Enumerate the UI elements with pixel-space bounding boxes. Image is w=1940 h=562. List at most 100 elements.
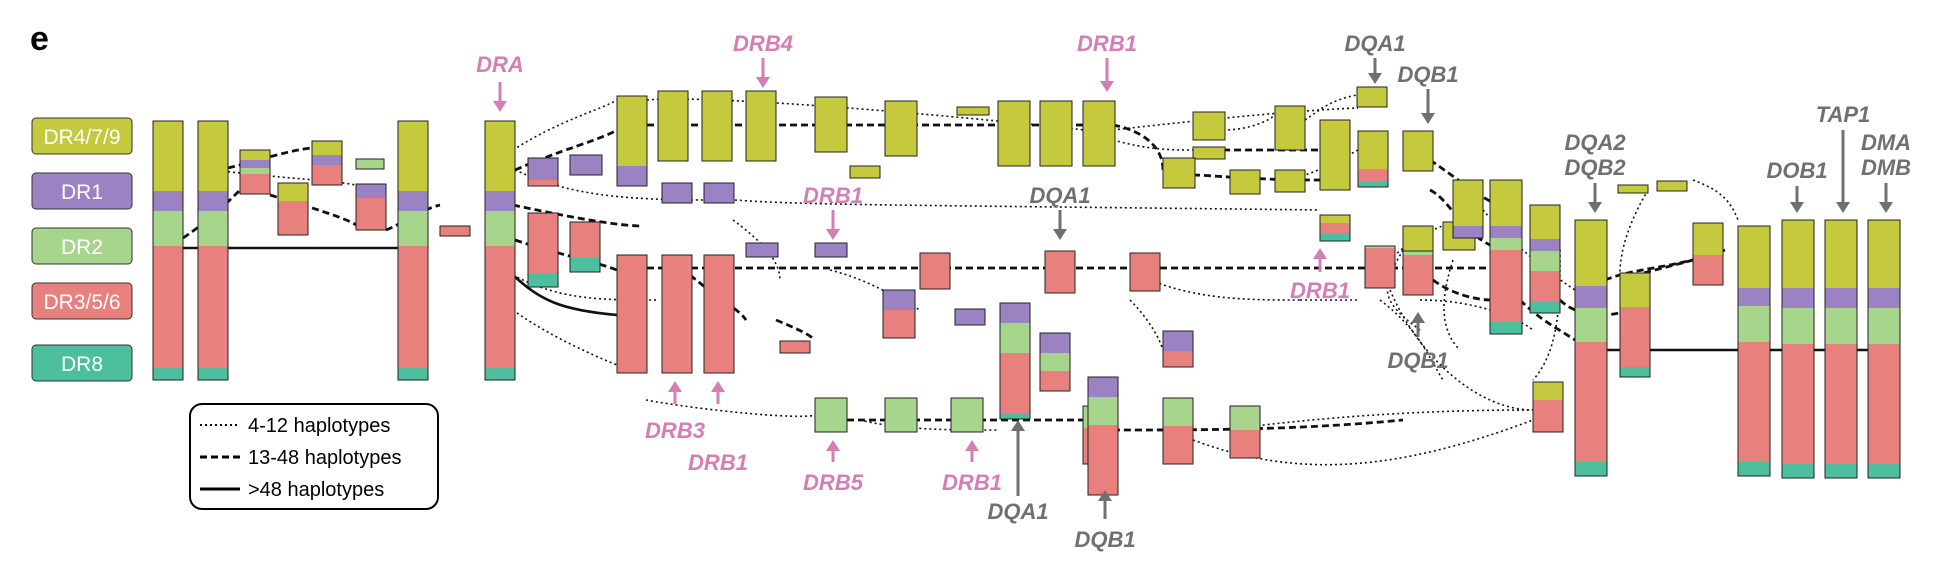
- node-border: [745, 242, 779, 258]
- arrow-icon: [1790, 186, 1804, 213]
- gene-label-dqa1: DQA1: [1344, 31, 1405, 56]
- node-segment: [570, 155, 602, 175]
- group-label: DR1: [61, 181, 103, 204]
- node-border: [814, 96, 848, 153]
- node-segment: [1193, 147, 1225, 159]
- node-segment: [1403, 131, 1433, 171]
- group-dr2: DR2: [31, 227, 133, 265]
- haplotype-node: [1656, 180, 1688, 192]
- node-border: [1319, 214, 1351, 242]
- node-border: [1192, 111, 1226, 141]
- arrow-icon: [1100, 58, 1114, 92]
- node-segment: [356, 198, 386, 230]
- edge-path: [775, 318, 816, 342]
- haplotype-node: [1039, 100, 1073, 167]
- node-segment: [1453, 180, 1483, 226]
- gene-label-dra: DRA: [476, 52, 524, 77]
- gene-label-dqa1: DQA1: [987, 499, 1048, 524]
- node-segment: [198, 121, 228, 191]
- node-border: [1364, 245, 1396, 289]
- node-segment: [398, 191, 428, 211]
- node-segment: [885, 398, 917, 432]
- arrow-icon: [826, 210, 840, 240]
- node-segment: [240, 150, 270, 160]
- node-segment: [885, 101, 917, 156]
- pink-gene-labels: DRA DRB4 DRB1 DRB1 DRB1 DRB3 DRB1 DRB5 D…: [476, 31, 1350, 495]
- arrow-icon: [1313, 248, 1327, 272]
- node-segment: [998, 101, 1030, 166]
- node-segment: [1000, 353, 1030, 413]
- node-segment: [528, 180, 558, 186]
- haplotype-node: [919, 252, 951, 290]
- node-segment: [440, 226, 470, 236]
- node-border: [1781, 219, 1815, 479]
- node-border: [616, 254, 648, 374]
- gene-label-drb1: DRB1: [1077, 31, 1137, 56]
- node-border: [1319, 119, 1351, 191]
- node-border: [152, 120, 184, 381]
- node-segment: [1530, 301, 1560, 313]
- node-segment: [746, 243, 778, 257]
- haplotype-node: [1824, 219, 1858, 479]
- haplotype-node: [661, 254, 693, 374]
- haplotype-node: [1532, 381, 1564, 433]
- node-segment: [1365, 248, 1395, 288]
- nodes-layer: [152, 86, 1901, 496]
- haplotype-node: [152, 120, 184, 381]
- node-segment: [1163, 158, 1195, 188]
- haplotype-node: [197, 120, 229, 381]
- node-border: [849, 165, 881, 179]
- haplotype-node: [661, 182, 693, 204]
- node-border: [197, 120, 229, 381]
- node-segment: [1620, 273, 1650, 307]
- node-segment: [1657, 181, 1687, 191]
- haplotype-node: [527, 157, 559, 187]
- haplotype-node: [311, 140, 343, 186]
- node-segment: [662, 183, 692, 203]
- node-segment: [883, 290, 915, 310]
- node-segment: [1738, 288, 1770, 306]
- node-border: [1529, 204, 1561, 314]
- node-segment: [1088, 377, 1118, 397]
- edge-path: [1192, 419, 1534, 466]
- arrow-icon: [965, 440, 979, 462]
- node-segment: [153, 121, 183, 191]
- node-border: [1229, 169, 1261, 195]
- node-segment: [1782, 220, 1814, 288]
- haplotype-node: [239, 149, 271, 195]
- node-segment: [1738, 306, 1770, 342]
- haplotype-node: [701, 90, 733, 162]
- edge-path: [514, 169, 706, 201]
- gene-label-dmb: DMB: [1861, 155, 1911, 180]
- node-segment: [850, 166, 880, 178]
- node-segment: [1365, 246, 1395, 248]
- node-segment: [1040, 353, 1070, 371]
- node-segment: [1193, 112, 1225, 140]
- node-segment: [1575, 462, 1607, 476]
- haplotype-node: [355, 183, 387, 231]
- node-segment: [1530, 205, 1560, 239]
- node-border: [779, 340, 811, 354]
- node-segment: [528, 213, 558, 273]
- node-segment: [398, 121, 428, 191]
- node-border: [1044, 250, 1076, 294]
- node-segment: [1825, 308, 1857, 344]
- edge-path: [1304, 94, 1358, 121]
- haplotype-node: [1044, 250, 1076, 294]
- node-segment: [1088, 397, 1118, 425]
- node-segment: [883, 310, 915, 338]
- node-border: [397, 120, 429, 381]
- haplotype-node: [1402, 250, 1434, 296]
- gene-label-dqa2: DQA2: [1564, 130, 1626, 155]
- node-border: [1356, 86, 1388, 108]
- node-border: [703, 182, 735, 204]
- edge-path: [734, 199, 1321, 211]
- node-segment: [528, 273, 558, 287]
- node-border: [1357, 130, 1389, 188]
- node-border: [1532, 381, 1564, 433]
- gene-label-dob1: DOB1: [1766, 158, 1827, 183]
- haplotype-node: [999, 302, 1031, 420]
- node-segment: [1230, 430, 1260, 458]
- node-border: [1452, 179, 1484, 239]
- haplotype-node: [1452, 179, 1484, 239]
